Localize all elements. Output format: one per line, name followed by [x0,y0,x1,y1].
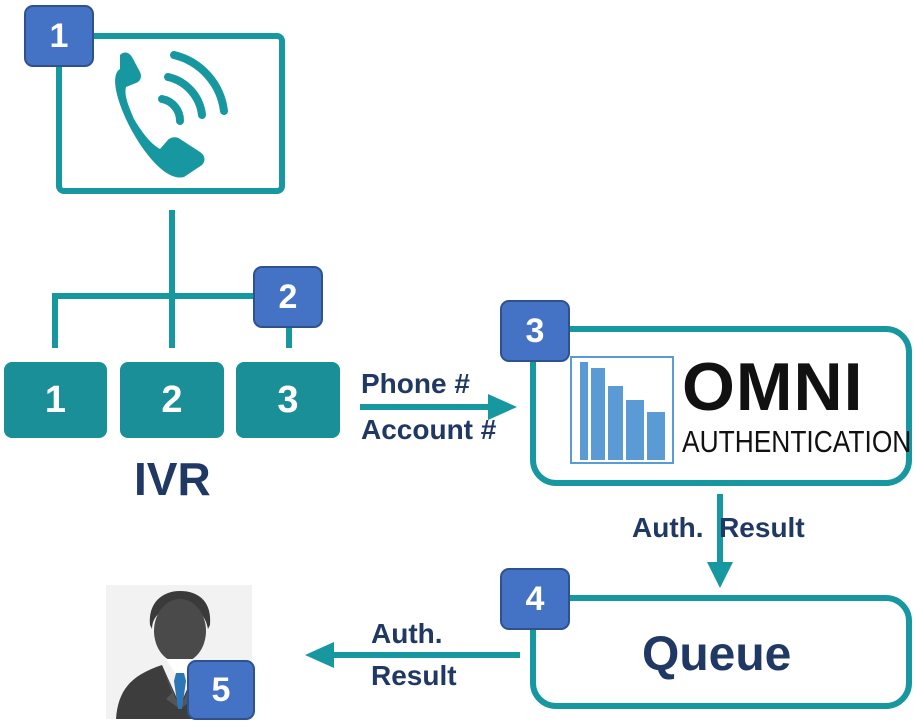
step-badge-1: 1 [24,5,94,67]
step-badge-3: 3 [500,300,570,362]
arrow-to-agent-head [305,642,334,668]
ivr-key-1[interactable]: 1 [4,362,107,438]
auth-result-label: Auth. Result [632,512,805,543]
result-label-bottom: Result [371,660,457,691]
step-badge-4: 4 [500,568,570,630]
omni-title: OMNI [682,349,864,425]
auth-label-bottom: Auth. [371,618,443,649]
ivr-key-2[interactable]: 2 [120,362,224,438]
account-number-label: Account # [361,414,497,445]
arrow-to-omni-head [488,394,517,420]
step-badge-2: 2 [253,266,323,328]
phone-box [56,33,285,194]
omni-logo-icon [570,356,674,464]
arrow-to-queue-head [707,562,733,588]
queue-label: Queue [642,628,792,681]
phone-number-label: Phone # [361,368,470,399]
queue-box: Queue [530,595,912,709]
ivr-key-3[interactable]: 3 [236,362,340,438]
step-badge-5: 5 [187,660,255,720]
phone-icon [115,51,228,178]
ivr-label: IVR [134,453,211,505]
omni-authentication-box: OMNI AUTHENTICATION [530,326,912,486]
omni-subtitle: AUTHENTICATION [682,424,912,459]
